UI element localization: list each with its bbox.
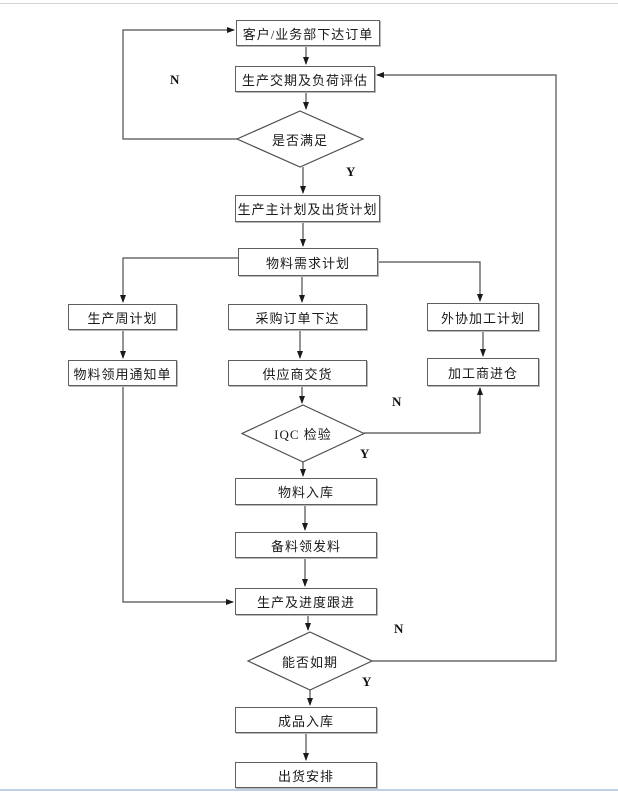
node-label: 采购订单下达	[255, 310, 340, 326]
edge-onschedule-eval-n-loop	[372, 72, 557, 662]
decision-shape-on-schedule	[246, 631, 374, 691]
node-label: 客户/业务部下达订单	[242, 26, 374, 42]
node-label: 备料领发料	[270, 538, 341, 554]
node-label: 外协加工计划	[440, 310, 525, 326]
flow-node-supplier-delivery: 供应商交货	[228, 360, 367, 386]
branch-label-iqc-no: N	[392, 394, 402, 409]
branch-label-satisfied-yes: Y	[346, 164, 356, 179]
flow-node-processor-inbound: 加工商进仓	[427, 358, 539, 386]
flow-node-satisfied-decision: 是否满足	[237, 111, 363, 167]
flow-node-finished-inbound: 成品入库	[235, 707, 377, 733]
flow-node-material-prep: 备料领发料	[235, 532, 377, 558]
node-label: 加工商进仓	[447, 365, 518, 381]
flow-node-customer-order: 客户/业务部下达订单	[236, 20, 380, 46]
node-label: 能否如期	[281, 654, 338, 670]
branch-label-satisfied-no: N	[170, 72, 180, 87]
flow-node-mrp: 物料需求计划	[238, 248, 378, 276]
branch-label-iqc-yes: Y	[360, 446, 370, 461]
flow-node-purchase-order: 采购订单下达	[228, 304, 367, 330]
node-label: 供应商交货	[262, 366, 333, 382]
decision-shape-iqc	[240, 404, 366, 463]
edge-iqc-processor-n	[364, 387, 483, 434]
node-label: 出货安排	[277, 768, 334, 784]
page-bottom-edge	[0, 789, 618, 791]
flow-node-production-follow: 生产及进度跟进	[235, 588, 377, 615]
edge-mrp-weekly	[120, 257, 238, 303]
flow-node-outsource-plan: 外协加工计划	[427, 303, 539, 331]
flow-node-shipping: 出货安排	[235, 762, 377, 788]
node-label: 生产周计划	[87, 310, 158, 326]
flow-node-weekly-plan: 生产周计划	[68, 304, 177, 330]
flow-node-material-notice: 物料领用通知单	[68, 360, 177, 386]
flow-node-master-plan: 生产主计划及出货计划	[235, 195, 380, 222]
node-label: 生产及进度跟进	[256, 595, 355, 610]
edge-notice-follow	[122, 386, 234, 605]
branch-label-on-schedule-no: N	[394, 621, 404, 636]
page-top-edge	[0, 3, 618, 4]
node-label: 生产交期及负荷评估	[241, 72, 368, 88]
edge-satisfied-order-n-loop	[122, 27, 237, 140]
flow-node-on-schedule-decision: 能否如期	[248, 632, 372, 690]
branch-label-on-schedule-yes: Y	[362, 674, 372, 689]
node-label: IQC 检验	[274, 427, 332, 442]
node-label: 物料入库	[277, 485, 334, 500]
decision-shape-satisfied	[235, 110, 365, 168]
node-label: 物料需求计划	[265, 255, 350, 271]
node-label: 成品入库	[277, 713, 334, 729]
flow-node-iqc-decision: IQC 检验	[242, 405, 364, 462]
node-label: 是否满足	[271, 132, 328, 148]
edge-mrp-outsource	[378, 261, 483, 302]
flow-node-delivery-load-eval: 生产交期及负荷评估	[235, 66, 375, 92]
node-label: 物料领用通知单	[73, 366, 172, 382]
node-label: 生产主计划及出货计划	[237, 202, 378, 217]
flow-node-material-inbound: 物料入库	[235, 478, 377, 505]
